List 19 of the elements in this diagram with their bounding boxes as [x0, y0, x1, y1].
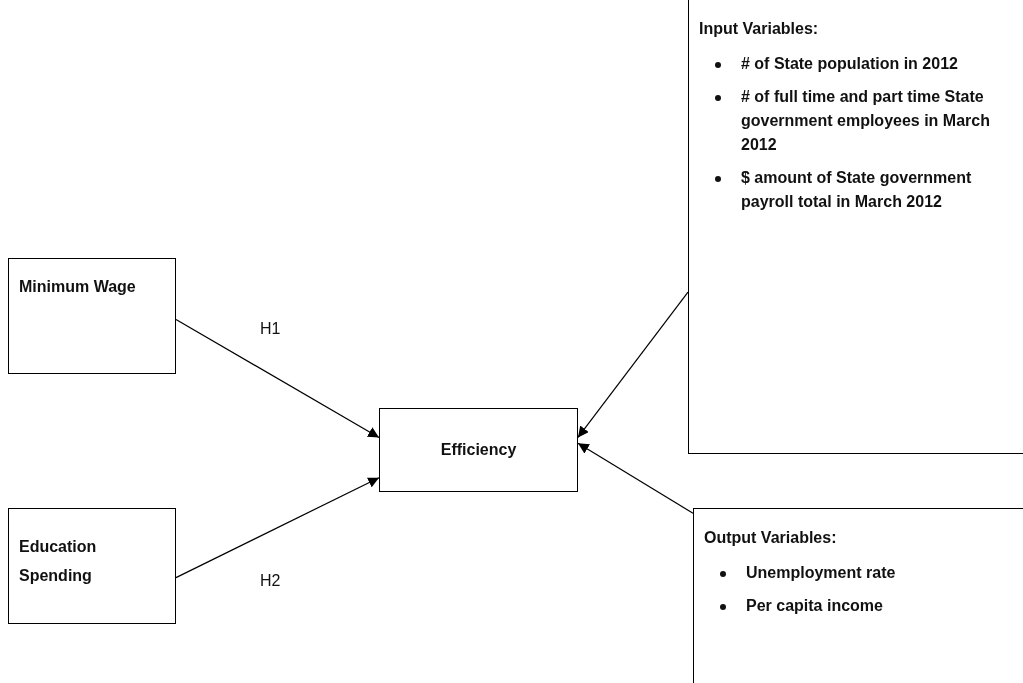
- arrow: [175, 477, 380, 579]
- variable-box: [8, 508, 176, 624]
- arrow: [577, 291, 689, 438]
- box-heading: Input Variables:: [699, 20, 820, 38]
- bullet-text: # of full time and part time State government employees in March 2012: [741, 88, 990, 153]
- variable-box: [8, 258, 176, 374]
- variables-box: [693, 508, 1023, 683]
- bullet-text: Per capita income: [746, 597, 883, 614]
- box-heading: Output Variables:: [704, 529, 838, 547]
- variable-label: Education Spending: [19, 537, 98, 586]
- variables-box: [688, 0, 1023, 454]
- arrow: [577, 442, 694, 514]
- variable-label: Minimum Wage: [19, 277, 137, 297]
- outcome-label: Efficiency: [440, 439, 517, 460]
- arrow: [175, 318, 380, 438]
- bullet-text: Unemployment rate: [746, 564, 896, 581]
- variable-box: [379, 408, 578, 492]
- bullet-text: # of State population in 2012: [741, 55, 958, 72]
- bullet-text: $ amount of State government payroll total in March 2012: [741, 169, 972, 210]
